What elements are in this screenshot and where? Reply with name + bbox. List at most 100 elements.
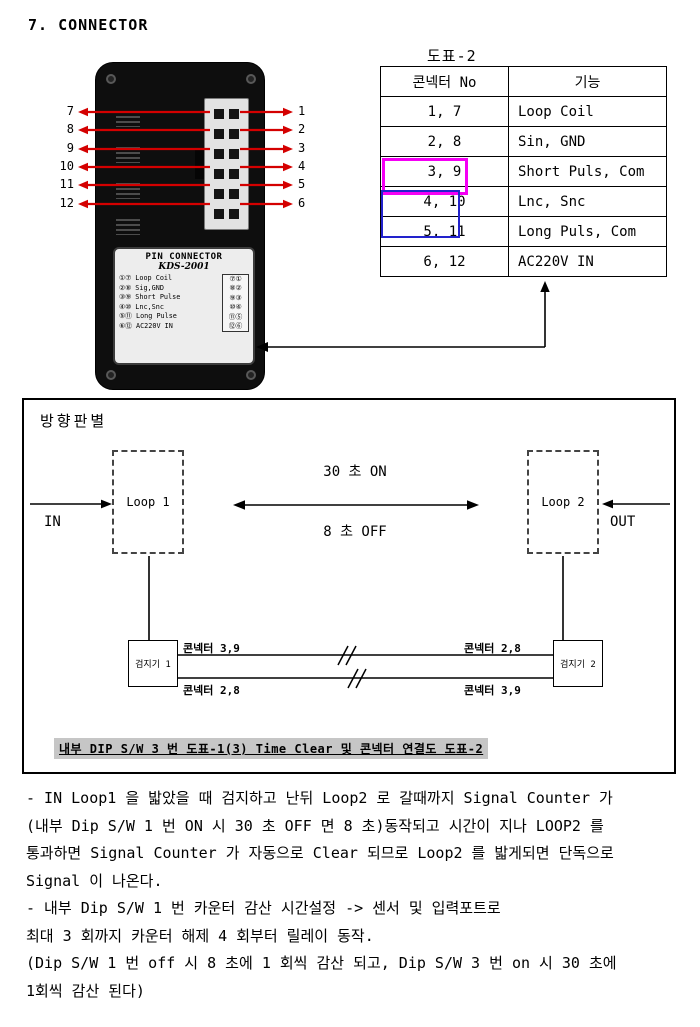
pin-grid-row: ⑪⑤	[228, 312, 243, 321]
screw-icon	[106, 74, 116, 84]
vent-lines	[116, 219, 140, 235]
connector-pin	[214, 129, 225, 139]
pin-grid-row: ⑫⑥	[228, 322, 243, 331]
off-time-label: 8 초 OFF	[323, 524, 387, 540]
connector-pin	[228, 189, 239, 199]
vent-lines	[116, 183, 140, 199]
cell-function: Sin, GND	[508, 126, 667, 157]
pin-function: ⑤⑪ Long Pulse	[119, 312, 177, 321]
loop2-label: Loop 2	[541, 495, 585, 509]
out-label: OUT	[610, 514, 636, 530]
body-text: - IN Loop1 을 밟았을 때 검지하고 난뒤 Loop2 로 갈때까지 …	[26, 785, 686, 1005]
panel-title: PIN CONNECTOR	[145, 252, 223, 262]
wire-label-top-left: 콘넥터 3,9	[183, 642, 240, 655]
connector-pin	[214, 149, 225, 159]
vent-lines	[116, 147, 140, 163]
table-row: 5, 11 Long Puls, Com	[380, 216, 667, 247]
body-line: Signal 이 나온다.	[26, 871, 163, 890]
on-time-label: 30 초 ON	[323, 464, 387, 480]
body-line: - 내부 Dip S/W 1 번 카운터 감산 시간설정 -> 센서 및 입력포…	[26, 899, 501, 917]
connector-pin	[214, 189, 225, 199]
cell-function: AC220V IN	[508, 246, 667, 277]
detector2-label: 검지기 2	[560, 660, 596, 670]
body-line: 1회씩 감산 된다)	[26, 981, 145, 1000]
page-heading: 7. CONNECTOR	[28, 16, 149, 34]
loop2-box: Loop 2	[527, 450, 599, 554]
vent-lines	[116, 111, 140, 127]
diagram-panel	[22, 398, 676, 774]
cell-function: Lnc, Snc	[508, 186, 667, 217]
pin-number: 8	[66, 122, 74, 136]
pin-function: ③⑨ Short Pulse	[119, 293, 181, 302]
connector-pin	[214, 109, 225, 119]
connector-pin	[228, 109, 239, 119]
pin-number: 11	[59, 177, 74, 191]
connector-pin	[228, 209, 239, 219]
cell-connector-no: 4, 10	[380, 186, 509, 217]
connector-pin	[228, 149, 239, 159]
table-row: 4, 10 Lnc, Snc	[380, 186, 667, 217]
device-photo: PIN CONNECTOR KDS-2001 ①⑦ Loop Coil ②⑧ S…	[95, 62, 265, 390]
table-header-no: 콘넥터 No	[380, 66, 509, 97]
pin-function-list: ①⑦ Loop Coil ②⑧ Sig,GND ③⑨ Short Pulse ④…	[119, 274, 220, 332]
body-line: 최대 3 회까지 카운터 해제 4 회부터 릴레이 동작.	[26, 926, 374, 945]
pin-number: 6	[298, 196, 306, 210]
pin-number-grid: ⑦① ⑧② ⑨③ ⑩④ ⑪⑤ ⑫⑥	[222, 274, 249, 333]
pin-function: ①⑦ Loop Coil	[119, 274, 173, 282]
loop1-box: Loop 1	[112, 450, 184, 554]
cell-function: Short Puls, Com	[508, 156, 667, 187]
body-line: (Dip S/W 1 번 off 시 8 초에 1 회씩 감산 되고, Dip …	[26, 954, 617, 972]
wire-label-bottom-right: 콘넥터 3,9	[464, 684, 521, 697]
wire-label-top-right: 콘넥터 2,8	[464, 642, 521, 655]
pin-number: 3	[298, 141, 306, 155]
connector-pin	[214, 169, 225, 179]
cell-connector-no: 2, 8	[380, 126, 509, 157]
pin-function: ⑥⑫ AC220V IN	[119, 321, 173, 330]
detector1-label: 검지기 1	[135, 660, 171, 670]
table-row: 6, 12 AC220V IN	[380, 246, 667, 277]
connector-pin	[228, 169, 239, 179]
cell-connector-no: 3, 9	[380, 156, 509, 187]
device-to-table-arrow	[256, 281, 550, 352]
pin-number: 2	[298, 122, 306, 136]
pin-number: 5	[298, 177, 306, 191]
pin-number: 1	[298, 104, 306, 118]
cell-connector-no: 1, 7	[380, 96, 509, 127]
pin-number: 7	[66, 104, 74, 118]
connector-pin	[228, 129, 239, 139]
pin-number: 12	[59, 196, 74, 210]
pin-function: ②⑧ Sig,GND	[119, 283, 164, 292]
cell-connector-no: 5, 11	[380, 216, 509, 247]
pin-function: ④⑩ Lnc,Snc	[119, 302, 164, 311]
detector1-box: 검지기 1	[128, 640, 178, 687]
table-row: 2, 8 Sin, GND	[380, 126, 667, 157]
cell-connector-no: 6, 12	[380, 246, 509, 277]
table-header-func: 기능	[508, 66, 667, 97]
pin-number: 4	[298, 159, 306, 173]
pin-grid-row: ⑩④	[229, 303, 242, 312]
detector2-box: 검지기 2	[553, 640, 603, 687]
table-row: 3, 9 Short Puls, Com	[380, 156, 667, 187]
pin-grid-row: ⑦①	[229, 275, 242, 283]
body-line: (내부 Dip S/W 1 번 ON 시 30 초 OFF 면 8 초)동작되고…	[26, 816, 604, 835]
diagram-title: 방향판별	[40, 412, 108, 430]
pin-grid-row: ⑨③	[229, 293, 242, 302]
body-line: 통과하면 Signal Counter 가 자동으로 Clear 되므로 Loo…	[26, 844, 614, 862]
screw-icon	[246, 74, 256, 84]
cell-function: Loop Coil	[508, 96, 667, 127]
connector-latch	[195, 149, 204, 179]
wire-label-bottom-left: 콘넥터 2,8	[183, 684, 240, 697]
body-line: - IN Loop1 을 밟았을 때 검지하고 난뒤 Loop2 로 갈때까지 …	[26, 789, 613, 807]
pin-connector-block	[204, 98, 249, 230]
table-row: 1, 7 Loop Coil	[380, 96, 667, 127]
table-title: 도표-2	[427, 47, 477, 65]
screw-icon	[106, 370, 116, 380]
in-label: IN	[44, 514, 61, 530]
panel-model: KDS-2001	[158, 262, 210, 272]
loop1-label: Loop 1	[126, 495, 170, 509]
pin-grid-row: ⑧②	[229, 284, 242, 293]
connector-table: 콘넥터 No 기능 1, 7 Loop Coil 2, 8 Sin, GND 3…	[380, 66, 667, 277]
pin-number: 10	[59, 159, 74, 173]
screw-icon	[246, 370, 256, 380]
